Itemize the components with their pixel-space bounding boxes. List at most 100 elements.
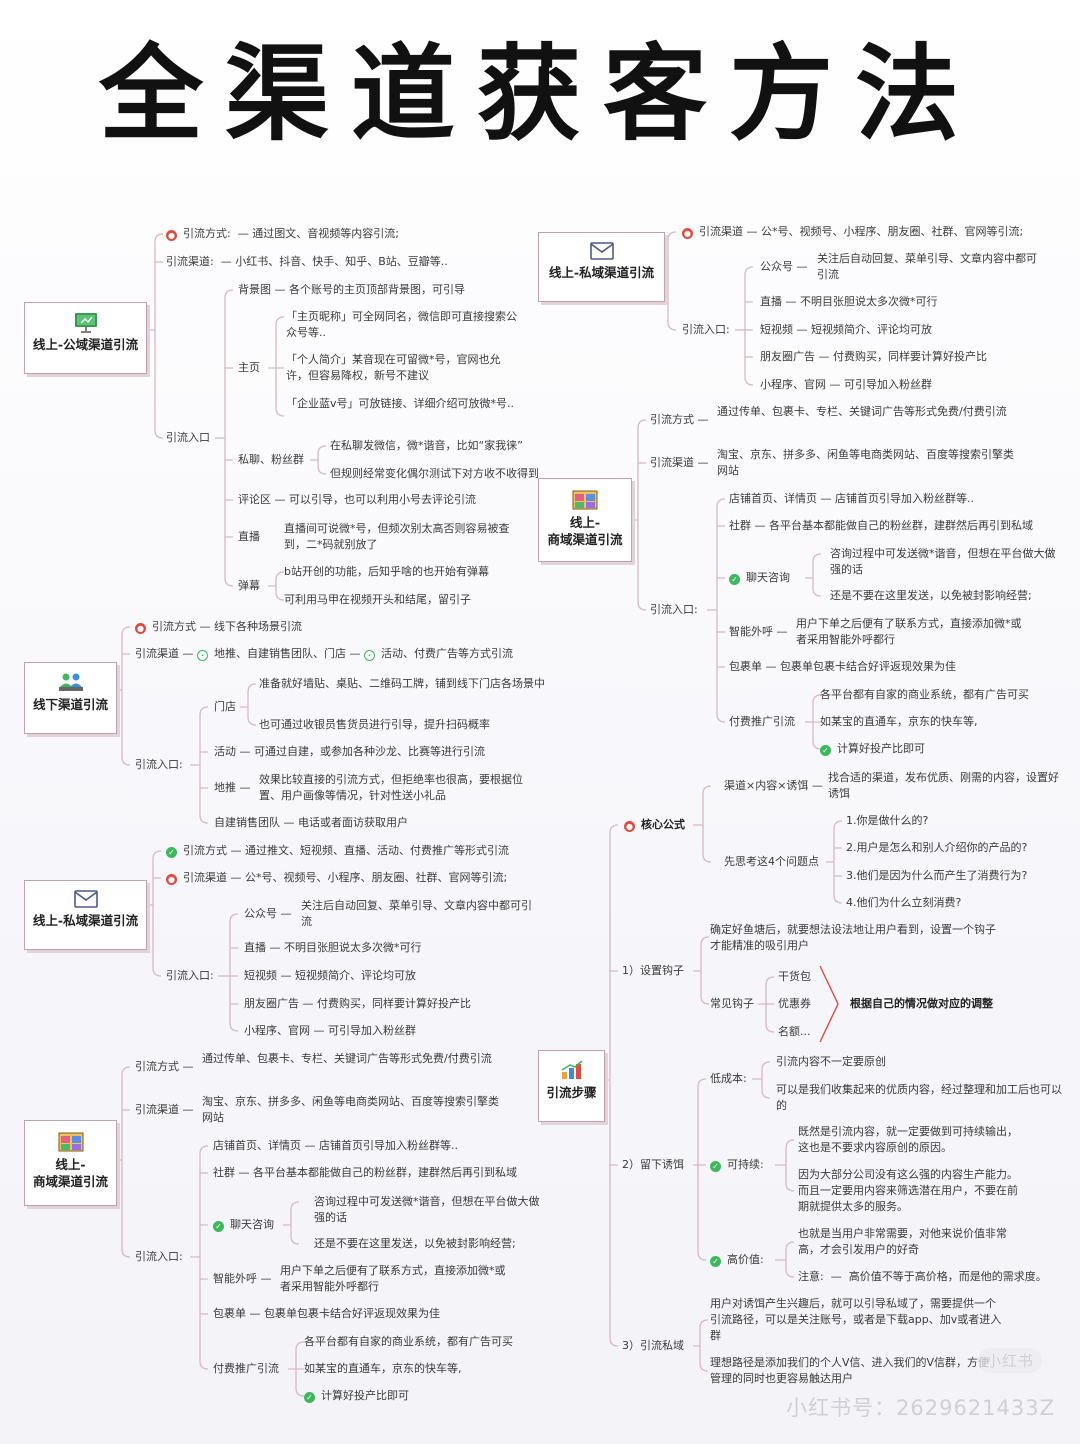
steps-low-label: 低成本: (710, 1072, 747, 1085)
steps-q2: 2.用户是怎么和别人介绍你的产品的? (846, 841, 1028, 854)
pub-danmu-1: b站开创的功能，后知乎啥的也开始有弹幕 (284, 565, 489, 578)
steps-val-1: 也就是当用户非常需要，对他来说价值非常高，才会引发用户的好奇 (798, 1227, 1007, 1256)
offline-team: 自建销售团队 — 电话或者面访获取用户 (214, 816, 408, 829)
ecombot-call-label: 智能外呼 — (213, 1272, 272, 1285)
check-icon: ✓ (304, 1392, 315, 1403)
privbot-live: 直播 — 不明目张胆说太多次微*可行 (244, 941, 422, 954)
privtop-gzh-label: 公众号 — (760, 260, 808, 273)
ecombot-paid-3: ✓计算好投产比即可 (304, 1388, 409, 1404)
ecomtop-method-label: 引流方式 — (650, 413, 709, 426)
pub-danmu-2: 可利用马甲在视频开头和结尾，留引子 (284, 593, 471, 606)
steps-core-label: ●核心公式 (624, 818, 685, 832)
steps-val-label: ✓高价值: (710, 1252, 764, 1268)
red-flag-icon: ● (135, 623, 146, 634)
privbot-gzh-label: 公众号 — (244, 907, 292, 920)
steps-q1: 1.你是做什么的? (846, 814, 929, 827)
presentation-screen-icon (74, 313, 97, 333)
privbot-entry-label: 引流入口: (166, 969, 214, 982)
offline-channel: 引流渠道 — ·地推、自建销售团队、门店 — ·活动、付费广告等方式引流 (135, 647, 513, 661)
pub-live-text: 直播间可说微*号，但频次别太高否则容易被查到，二*码就别放了 (284, 522, 510, 551)
privbot-moment: 朋友圈广告 — 付费购买，同样要计算好投产比 (244, 997, 471, 1010)
node-private-domain-bottom: 线上-私域渠道引流 (24, 880, 147, 950)
ecomtop-entry-label: 引流入口: (650, 603, 698, 616)
offline-store-1: 准备就好墙贴、桌贴、二维码工牌，铺到线下门店各场景中 (259, 677, 545, 690)
ecombot-pkg: 包裹单 — 包裹单包裹卡结合好评返现效果为佳 (213, 1307, 440, 1320)
steps-hook-2: 优惠券 (778, 997, 811, 1010)
ecombot-paid-1: 各平台都有自家的商业系统，都有广告可买 (304, 1335, 513, 1348)
red-flag-icon: ● (682, 228, 693, 239)
steps-sus-2: 因为大部分公司没有这么强的内容生产能力。而且一定要用内容来筛选潜在用户，不要在前… (798, 1168, 1018, 1213)
pub-comment: 评论区 — 可以引导，也可以利用小号去评论引流 (238, 493, 476, 506)
ecombot-channel-text: 淘宝、京东、拼多多、闲鱼等电商类网站、百度等搜索引擎类网站 (202, 1095, 499, 1124)
node-commerce-bottom: 线上- 商域渠道引流 (24, 1120, 117, 1206)
offline-entry-label: 引流入口: (135, 758, 183, 771)
pub-pm-2: 但规则经常变化偶尔测试下对方收不收得到 (330, 467, 539, 480)
storefront-icon (58, 1132, 83, 1152)
bar-chart-icon (561, 1060, 583, 1079)
node-title: 线上- 商域渠道引流 (547, 515, 623, 547)
steps-hook-text: 确定好鱼塘后，就要想法设法地让用户看到，设置一个钩子才能精准的吸引用户 (710, 923, 996, 952)
steps-common-label: 常见钩子 (710, 997, 754, 1010)
ecombot-call-text: 用户下单之后便有了联系方式，直接添加微*或者采用智能外呼都行 (280, 1264, 506, 1293)
ecomtop-paid-2: 如某宝的直通车，京东的快车等, (820, 715, 978, 728)
steps-q4: 4.他们为什么立刻消费? (846, 896, 962, 909)
watermark-brand: 小红书 (978, 1348, 1043, 1373)
privbot-mini: 小程序、官网 — 可引导加入粉丝群 (244, 1024, 416, 1037)
pub-bg: 背景图 — 各个账号的主页顶部背景图，可引导 (238, 283, 465, 296)
node-steps: 引流步骤 (538, 1050, 605, 1122)
node-title: 引流步骤 (546, 1085, 597, 1100)
ecomtop-method-text: 通过传单、包裹卡、专栏、关键词广告等形式免费/付费引流 (717, 405, 1007, 418)
pub-method: ●引流方式: — 通过图文、音视频等内容引流; (166, 227, 399, 241)
node-title: 线上-公域渠道引流 (32, 337, 139, 352)
privtop-entry-label: 引流入口: (682, 323, 730, 336)
ecombot-shop: 店铺首页、详情页 — 店铺首页引导加入粉丝群等.. (213, 1139, 458, 1152)
ecombot-chat-2: 还是不要在这里发送，以免被封影响经营; (314, 1237, 516, 1250)
privtop-mini: 小程序、官网 — 可引导加入粉丝群 (760, 378, 932, 391)
offline-activity: 活动 — 可通过自建，或参加各种沙龙、比赛等进行引流 (214, 745, 485, 758)
steps-priv-label: 3）引流私域 (622, 1339, 684, 1352)
steps-hook-label: 1）设置钩子 (622, 964, 684, 977)
ecombot-chat-1: 咨询过程中可发送微*谐音，但想在平台做大做强的话 (314, 1195, 540, 1224)
ecomtop-chat-1: 咨询过程中可发送微*谐音，但想在平台做大做强的话 (830, 547, 1056, 576)
steps-hook-3: 名额... (778, 1025, 811, 1038)
circle-icon: · (364, 650, 375, 661)
offline-store-label: 门店 (214, 700, 236, 713)
page-title: 全渠道获客方法 (98, 32, 981, 155)
ecomtop-pkg: 包裹单 — 包裹单包裹卡结合好评返现效果为佳 (729, 660, 956, 673)
ecomtop-paid-label: 付费推广引流 (729, 715, 795, 728)
steps-think-label: 先思考这4个问题点 (724, 855, 819, 868)
steps-sus-label: ✓可持续: (710, 1157, 764, 1173)
red-flag-icon: ● (624, 821, 635, 832)
ecombot-entry-label: 引流入口: (135, 1250, 183, 1263)
ecomtop-chat-label: ✓聊天咨询 (729, 570, 790, 586)
privtop-moment: 朋友圈广告 — 付费购买，同样要计算好投产比 (760, 350, 987, 363)
steps-low-2: 可以是我们收集起来的优质内容，经过整理和加工后也可以的 (776, 1083, 1062, 1112)
check-icon: ✓ (820, 745, 831, 756)
ecomtop-call-text: 用户下单之后便有了联系方式，直接添加微*或者采用智能外呼都行 (796, 617, 1022, 646)
pub-live-label: 直播 (238, 530, 260, 543)
ecombot-group: 社群 — 各平台基本都能做自己的粉丝群，建群然后再引到私域 (213, 1166, 517, 1179)
steps-sus-1: 既然是引流内容，就一定要做到可持续输出，这也是不要求内容原创的原因。 (798, 1125, 1018, 1154)
node-title: 线上-私域渠道引流 (32, 913, 139, 928)
steps-bait-label: 2）留下诱饵 (622, 1158, 684, 1171)
offline-method: ●引流方式 — 线下各种场景引流 (135, 620, 302, 634)
mail-icon (73, 890, 98, 908)
node-public-domain: 线上-公域渠道引流 (24, 302, 147, 374)
steps-note: 注意: — 高价值不等于高价格，而是他的需求度。 (798, 1270, 1047, 1283)
ecomtop-channel-text: 淘宝、京东、拼多多、闲鱼等电商类网站、百度等搜索引擎类网站 (717, 448, 1014, 477)
ecombot-channel-label: 引流渠道 — (135, 1103, 194, 1116)
storefront-icon (572, 490, 598, 510)
circle-icon: · (197, 650, 208, 661)
ecombot-paid-label: 付费推广引流 (213, 1362, 279, 1375)
privtop-sv: 短视频 — 短视频简介、评论均可放 (760, 323, 932, 336)
check-icon: ✓ (213, 1221, 224, 1232)
check-icon: ✓ (710, 1161, 721, 1172)
steps-priv-1: 用户对诱饵产生兴趣后，就可以引导私域了，需要提供一个引流路径，可以是关注账号，或… (710, 1297, 1002, 1342)
privbot-gzh-text: 关注后自动回复、菜单引导、文章内容中都可引流 (301, 899, 532, 928)
privtop-live: 直播 — 不明目张胆说太多次微*可行 (760, 295, 938, 308)
node-title: 线上- 商域渠道引流 (32, 1157, 108, 1189)
pub-home-2: 「个人简介」某音现在可留微*号，官网也允许，但容易降权，新号不建议 (286, 353, 501, 382)
check-icon: ✓ (166, 847, 177, 858)
pub-entry-label: 引流入口 (166, 431, 210, 444)
privbot-channel: ●引流渠道 — 公*号、视频号、小程序、朋友圈、社群、官网等引流; (166, 871, 508, 885)
